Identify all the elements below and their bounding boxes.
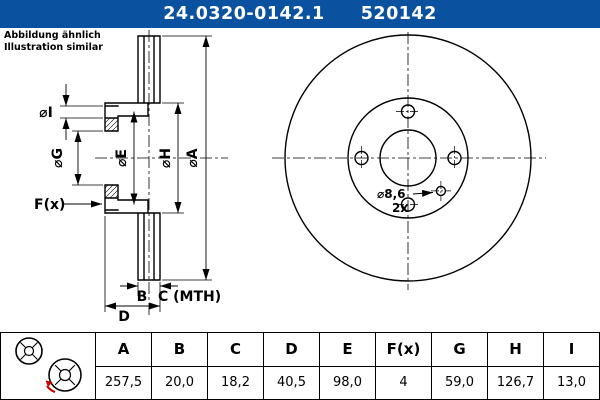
label-dia-a: ⌀A — [185, 148, 201, 167]
col-header-b: B — [151, 332, 208, 367]
col-header-e: E — [319, 332, 376, 367]
hatch-lower — [105, 185, 118, 198]
disc-section-outline — [104, 35, 161, 281]
label-small-hole-dia: ⌀8,6 — [377, 187, 405, 201]
col-header-h: H — [487, 332, 544, 367]
hole-centermarks — [361, 111, 455, 205]
center-bore-circle — [379, 129, 437, 187]
note-line-de: Abbildung ähnlich — [4, 30, 101, 41]
cross-section-view: ⌀I ⌀G ⌀E ⌀H ⌀A F(x) B C (MTH) D — [34, 30, 228, 325]
col-header-g: G — [431, 332, 488, 367]
label-dia-e: ⌀E — [114, 149, 130, 167]
value-g: 59,0 — [431, 365, 488, 400]
label-dia-h: ⌀H — [158, 148, 174, 168]
label-f: F(x) — [34, 197, 65, 213]
label-dia-g: ⌀G — [50, 148, 66, 168]
technical-drawing: ⌀I ⌀G ⌀E ⌀H ⌀A F(x) B C (MTH) D — [34, 30, 546, 325]
product-icons — [15, 337, 82, 394]
similar-note: Abbildung ähnlich Illustration similar — [4, 30, 103, 53]
value-b: 20,0 — [151, 365, 208, 400]
reference-number: 520142 — [360, 4, 437, 24]
label-small-hole-count: 2x — [392, 201, 408, 215]
col-header-d: D — [263, 332, 320, 367]
dimension-lines — [62, 36, 210, 310]
col-header-i: I — [543, 332, 600, 367]
label-dia-i: ⌀I — [39, 105, 53, 121]
note-line-en: Illustration similar — [4, 41, 103, 53]
value-e: 98,0 — [319, 365, 376, 400]
col-header-c: C — [207, 332, 264, 367]
value-a: 257,5 — [95, 365, 152, 400]
leader-small-hole — [412, 189, 434, 197]
extension-lines — [60, 35, 212, 312]
hat-circle — [347, 97, 469, 219]
hatch-upper — [105, 118, 118, 131]
direction-arrow-icon — [45, 380, 56, 394]
table-header-row: A B C D E F(x) G H I — [0, 332, 600, 400]
label-c: C (MTH) — [158, 289, 221, 305]
brake-disc-icon-small — [15, 337, 43, 365]
label-d: D — [118, 309, 130, 325]
col-header-f: F(x) — [375, 332, 432, 367]
outer-diameter-circle — [284, 34, 532, 282]
label-b: B — [137, 289, 148, 305]
value-c: 18,2 — [207, 365, 264, 400]
front-view: ⌀8,6 2x — [272, 32, 546, 290]
dimensions-table: A B C D E F(x) G H I 257,5 20,0 18,2 40,… — [0, 332, 600, 400]
product-icons-cell — [0, 332, 96, 400]
front-centerlines — [272, 32, 546, 290]
col-header-a: A — [95, 332, 152, 367]
header-bar: 24.0320-0142.1 520142 — [0, 0, 600, 28]
value-h: 126,7 — [487, 365, 544, 400]
brake-disc-icon-large — [48, 358, 82, 392]
part-number: 24.0320-0142.1 — [163, 4, 325, 24]
value-d: 40,5 — [263, 365, 320, 400]
table-value-row: 257,5 20,0 18,2 40,5 98,0 4 59,0 126,7 1… — [1, 365, 600, 400]
value-i: 13,0 — [543, 365, 600, 400]
value-f: 4 — [375, 365, 432, 400]
